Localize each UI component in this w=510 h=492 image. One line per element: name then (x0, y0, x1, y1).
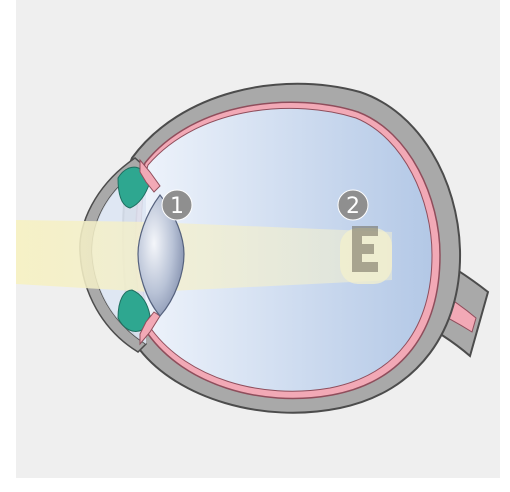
light-beam-focus (340, 228, 392, 284)
svg-text:2: 2 (346, 194, 360, 219)
marker-lens: 1 (162, 190, 192, 220)
light-beam (16, 220, 392, 292)
svg-text:1: 1 (170, 194, 184, 219)
marker-retina: 2 (338, 190, 368, 220)
